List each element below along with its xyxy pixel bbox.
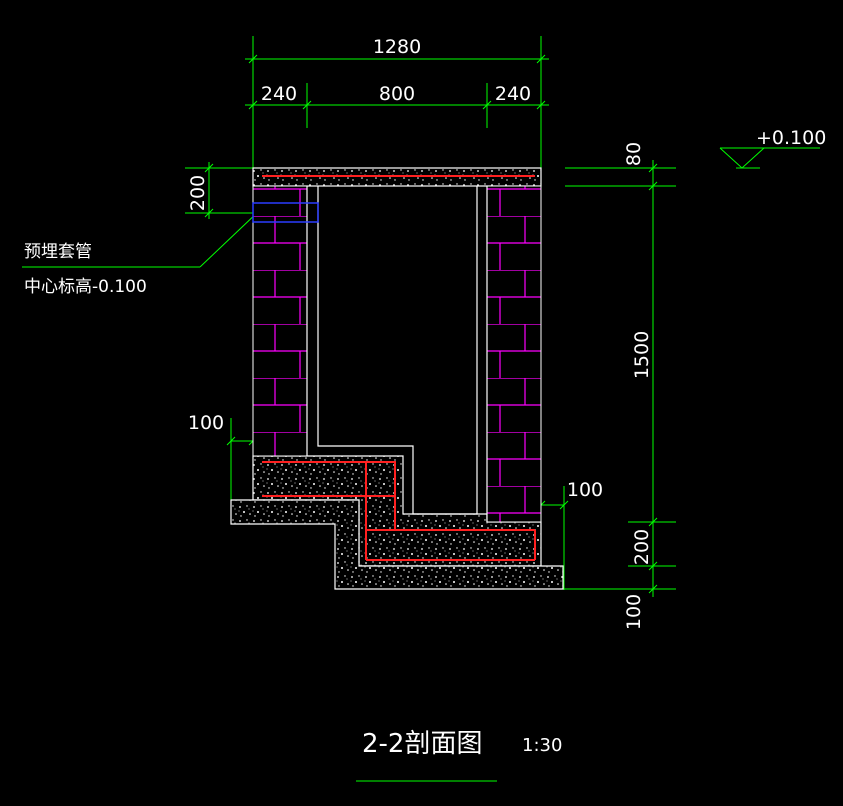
dim-left-step: 100	[188, 412, 224, 434]
dimension-lines	[22, 36, 820, 782]
dim-base-thickness: 200	[631, 529, 653, 565]
dim-bedding-thickness: 100	[623, 594, 645, 630]
dim-right-wall: 240	[495, 83, 531, 105]
inner-lining	[306, 186, 488, 522]
annotation-elevation-label: 中心标高-0.100	[24, 277, 147, 297]
drawing-scale: 1:30	[522, 735, 562, 756]
dim-left-wall: 240	[261, 83, 297, 105]
rebar	[262, 175, 536, 561]
dim-overall-width: 1280	[373, 36, 421, 58]
dim-inner-height: 1500	[631, 331, 653, 379]
drawing-title: 2-2剖面图	[362, 729, 482, 759]
dim-right-step: 100	[567, 479, 603, 501]
brick-walls	[252, 185, 542, 523]
annotation-sleeve-label: 预埋套管	[24, 242, 92, 262]
dim-inner-width: 800	[379, 83, 415, 105]
sleeve-pipe	[252, 202, 319, 223]
elevation-value: +0.100	[756, 127, 826, 149]
dim-sleeve-offset: 200	[187, 175, 209, 211]
dim-slab-thickness: 80	[623, 142, 645, 166]
